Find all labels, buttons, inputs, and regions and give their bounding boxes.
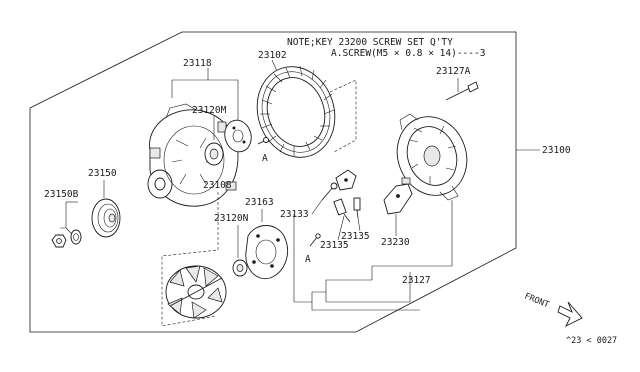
screw-a-1	[257, 137, 269, 145]
part-label-23118: 23118	[183, 58, 212, 69]
terminal-block	[335, 169, 357, 191]
marker-a-1: A	[262, 153, 268, 164]
stator-dashed-guide	[329, 79, 357, 153]
part-label-23135-a: 23135	[320, 240, 349, 251]
screw-set-bracket	[293, 200, 453, 303]
terminal-bolt	[321, 182, 338, 201]
part-label-23108: 23108	[203, 180, 232, 191]
pulley	[91, 198, 121, 238]
part-label-23127A: 23127A	[436, 66, 471, 77]
part-label-23135-b: 23135	[341, 231, 370, 242]
part-label-23127: 23127	[402, 275, 431, 286]
note-line-1: NOTE;KEY 23200 SCREW SET Q'TY	[287, 37, 453, 48]
rear-end-frame	[396, 113, 468, 201]
brush-spring	[353, 197, 361, 219]
marker-a-2: A	[305, 254, 311, 265]
front-cover-housing	[147, 103, 239, 207]
front-arrow-icon	[557, 301, 583, 328]
front-label: FRONT	[523, 292, 550, 311]
assembly-frame	[29, 31, 517, 333]
part-label-23133: 23133	[280, 209, 309, 220]
bearing-retainer-plate	[224, 119, 252, 153]
part-label-23102: 23102	[258, 50, 287, 61]
brush-holder	[333, 198, 351, 223]
diode-holder-plate	[245, 225, 288, 280]
part-label-23163: 23163	[245, 197, 274, 208]
part-label-23120N: 23120N	[214, 213, 249, 224]
leader-23118	[171, 79, 239, 150]
regulator	[383, 177, 413, 215]
part-label-23150: 23150	[88, 168, 117, 179]
part-label-23150B: 23150B	[44, 189, 79, 200]
part-label-23230: 23230	[381, 237, 410, 248]
pulley-nut	[51, 234, 67, 248]
screw-a-2	[309, 233, 321, 247]
through-bolt	[445, 81, 479, 101]
rotor	[165, 265, 227, 319]
lock-washer	[70, 229, 82, 245]
catalog-code: ^23 < 0027	[566, 336, 617, 346]
part-label-23100: 23100	[542, 145, 571, 156]
stator-housing	[256, 65, 336, 158]
part-label-23120M: 23120M	[192, 105, 227, 116]
note-line-2: A.SCREW(M5 × 0.8 × 14)----3	[331, 48, 485, 59]
